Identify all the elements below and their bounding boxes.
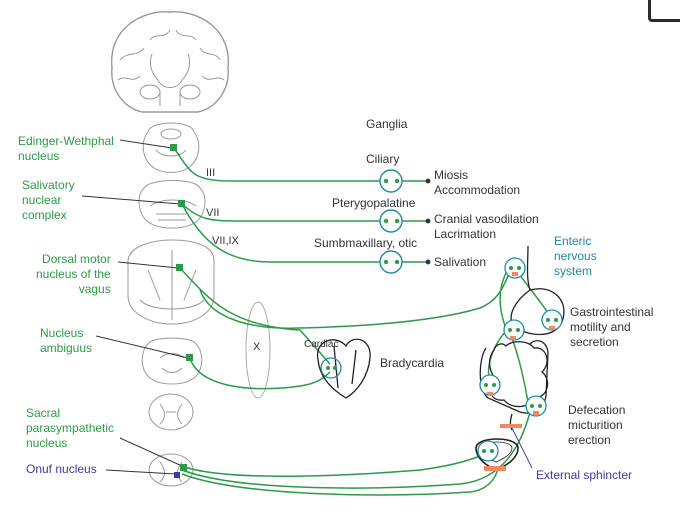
dorsal-motor-nucleus-marker xyxy=(176,264,183,271)
ptery-target-dot xyxy=(425,218,431,224)
label-dorsal-motor-nucleus: Dorsal motor nucleus of the vagus xyxy=(36,252,111,296)
path-ambiguus xyxy=(189,357,331,390)
label-gi-effect: Gastrointestinal motility and secretion xyxy=(570,305,654,349)
medulla-section xyxy=(127,239,215,325)
path-oculomotor xyxy=(173,147,385,182)
label-nerve-x: X xyxy=(253,341,261,353)
path-enteric-2 xyxy=(517,271,551,317)
label-salivatory-nucleus: Salivatory nuclear complex xyxy=(22,178,75,222)
label-external-sphincter: External sphincter xyxy=(536,468,633,482)
rectum xyxy=(509,413,513,431)
brain-coronal-section xyxy=(111,11,229,113)
enteric-dots xyxy=(482,266,558,453)
enteric-ganglia xyxy=(477,257,563,462)
window-corner-fragment xyxy=(648,0,680,22)
bladder xyxy=(475,438,519,471)
label-ganglia-heading: Ganglia xyxy=(366,117,408,131)
label-nerve-iii: III xyxy=(206,167,216,179)
label-submaxillary: Sumbmaxillary, otic xyxy=(314,236,418,250)
stomach xyxy=(510,288,565,336)
label-enteric: Enteric nervous system xyxy=(554,234,597,278)
spinal-cord-section xyxy=(148,393,194,431)
esophagus xyxy=(526,245,531,291)
label-ambiguus-nucleus: Nucleus ambiguus xyxy=(40,326,93,355)
label-nerve-vii-ix: VII,IX xyxy=(212,235,239,247)
nuclei-markers xyxy=(170,144,193,478)
cranial-ganglia xyxy=(379,169,431,274)
leader-lines xyxy=(81,139,189,475)
ciliary-ganglion xyxy=(379,169,403,193)
label-salivation: Salivation xyxy=(434,255,487,269)
sphincter-leader xyxy=(511,427,533,469)
path-onuf xyxy=(181,467,499,496)
salivatory-nucleus-marker xyxy=(178,200,185,207)
path-vagus-cardiac xyxy=(179,267,331,365)
path-facial xyxy=(181,203,385,222)
label-pterygopalatine: Pterygopalatine xyxy=(332,196,416,210)
submax-target-dot xyxy=(425,259,431,265)
label-sacral-nucleus: Sacral parasympathetic nucleus xyxy=(26,406,115,450)
ciliary-target-dot xyxy=(425,178,431,184)
label-bradycardia: Bradycardia xyxy=(380,356,445,370)
enteric-markers xyxy=(484,272,555,471)
ambiguus-nucleus-marker xyxy=(186,354,193,361)
pathway-lines xyxy=(173,147,551,496)
onuf-nucleus-marker xyxy=(174,472,180,478)
path-glosso xyxy=(181,203,385,263)
path-sacral-colon xyxy=(181,411,531,489)
vagus-loop-outline xyxy=(245,301,271,399)
label-onuf-nucleus: Onuf nucleus xyxy=(26,462,97,476)
submaxillary-ganglion xyxy=(379,250,403,274)
label-vasodilation: Cranial vasodilation Lacrimation xyxy=(434,212,539,241)
gut-illustration xyxy=(475,245,565,471)
cns-sections xyxy=(111,11,229,487)
path-vagus-gut xyxy=(199,271,511,329)
label-ciliary: Ciliary xyxy=(366,152,400,166)
sacral-nucleus-marker xyxy=(180,464,187,471)
path-sacral-bladder xyxy=(181,455,481,477)
label-nerve-vii: VII xyxy=(206,207,220,219)
label-miosis: Miosis Accommodation xyxy=(434,168,521,197)
heart-illustration xyxy=(316,338,371,399)
edinger-nucleus-marker xyxy=(170,144,177,151)
label-edinger-nucleus: Edinger-Wethphal nucleus xyxy=(18,134,114,163)
pterygopalatine-ganglion xyxy=(379,209,403,233)
label-defecation-effect: Defecation micturition erection xyxy=(568,403,626,447)
pons-section xyxy=(138,180,206,229)
label-cardiac: Cardiac xyxy=(304,339,339,350)
